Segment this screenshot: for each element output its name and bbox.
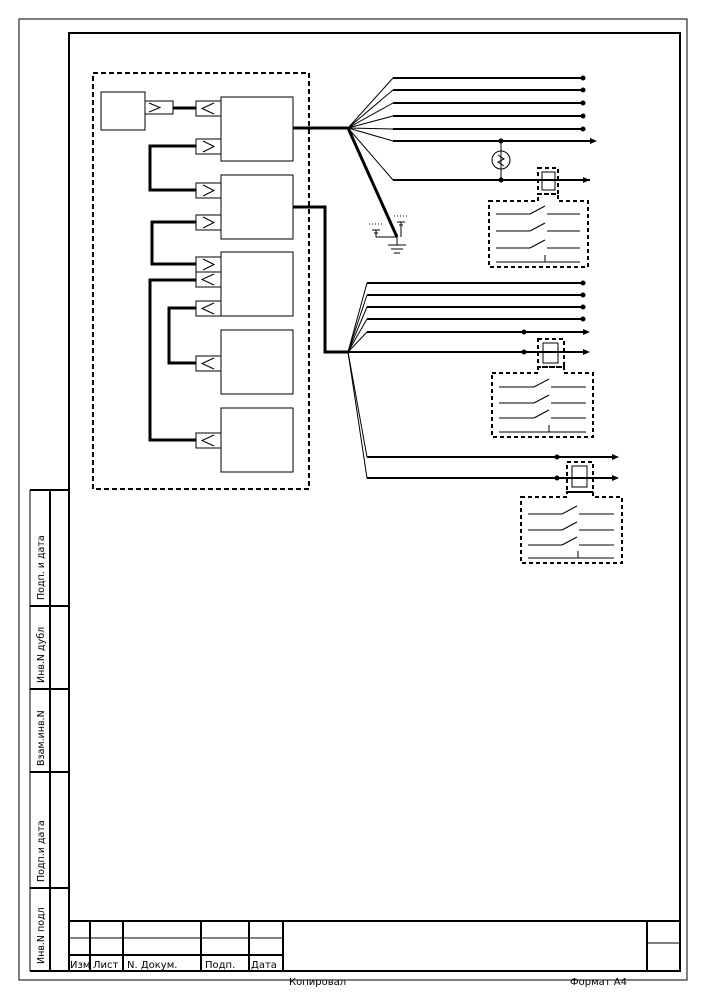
side-stamp-duplicate-inventory: Инв.N дубл bbox=[36, 627, 47, 683]
device-block bbox=[220, 96, 294, 162]
output-lines-group-1 bbox=[393, 77, 590, 181]
terminal-dots-group-2 bbox=[521, 280, 619, 481]
fan-out-group-1 bbox=[347, 77, 394, 181]
internal-cables bbox=[148, 126, 399, 442]
side-stamp-original-inventory: Инв.N подл bbox=[36, 907, 47, 964]
header-document-number: N. Докум. bbox=[127, 960, 177, 971]
device-block bbox=[220, 174, 294, 240]
copied-label: Копировал bbox=[289, 977, 346, 988]
side-stamp: Инв.N подл Подп.и дата Взам.инв.N Инв.N … bbox=[29, 489, 69, 972]
side-stamp-sign-date-1: Подп.и дата bbox=[36, 820, 47, 882]
ground-icon bbox=[369, 215, 408, 254]
device-block bbox=[220, 329, 294, 395]
format-label: Формат А4 bbox=[570, 977, 627, 988]
device-block bbox=[220, 407, 294, 473]
equipment-enclosure bbox=[92, 72, 310, 490]
output-lines-group-2 bbox=[348, 282, 612, 479]
header-signature: Подп. bbox=[205, 960, 235, 971]
relay-2 bbox=[491, 338, 594, 438]
title-block: Изм Лист N. Докум. Подп. Дата Копировал … bbox=[69, 920, 680, 988]
plug-arrow-icon bbox=[148, 102, 162, 113]
side-stamp-sign-date-2: Подп. и дата bbox=[36, 535, 47, 600]
header-sheet: Лист bbox=[93, 960, 119, 971]
side-stamp-replaced-inventory: Взам.инв.N bbox=[36, 710, 47, 766]
socket-connectors bbox=[195, 100, 222, 449]
lamp-icon bbox=[491, 150, 511, 170]
relay-3 bbox=[520, 461, 623, 564]
source-block bbox=[100, 91, 146, 131]
schematic bbox=[92, 72, 623, 564]
device-block bbox=[220, 251, 294, 317]
sheet-frame bbox=[68, 32, 681, 972]
relay-1 bbox=[488, 167, 589, 268]
sheet-outer-border bbox=[18, 18, 688, 981]
fan-out-group-2 bbox=[347, 282, 368, 479]
header-date: Дата bbox=[251, 960, 277, 971]
header-change: Изм bbox=[70, 960, 90, 971]
